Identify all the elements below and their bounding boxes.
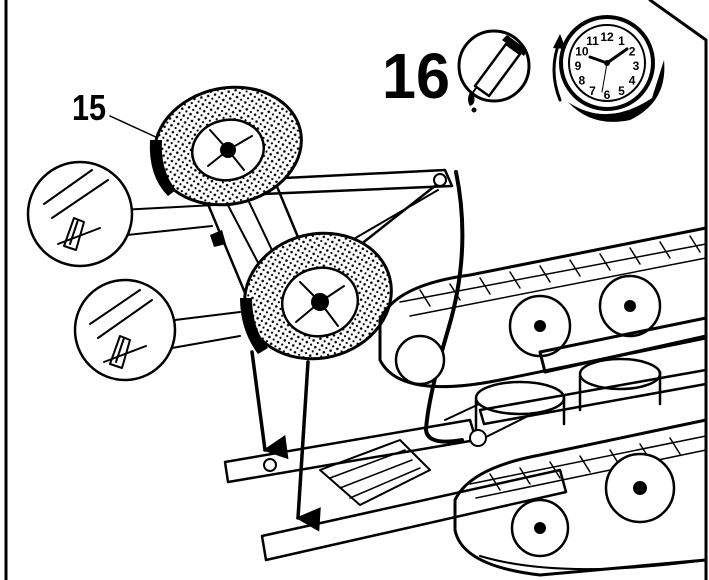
clock-numeral: 3 <box>633 59 640 73</box>
clock-numeral: 1 <box>618 34 625 48</box>
insertion-arrow <box>295 360 321 532</box>
clock-numeral: 10 <box>575 45 589 59</box>
part-leader-line <box>109 115 159 139</box>
pin-in-slot-detail-icon <box>73 278 241 382</box>
upper-track <box>378 226 708 389</box>
part-number-label: 15 <box>72 87 106 128</box>
lower-wheel <box>240 231 393 361</box>
clock-numeral: 2 <box>629 45 636 59</box>
glue-tube-icon <box>457 29 531 113</box>
page-frame <box>4 0 708 580</box>
step-number: 16 <box>382 40 450 112</box>
clock-numeral: 4 <box>629 74 636 88</box>
clock-numeral: 12 <box>600 30 614 44</box>
insertion-arrow <box>250 350 289 460</box>
clock-numeral: 5 <box>618 84 625 98</box>
clock-numeral: 6 <box>604 88 611 102</box>
upper-wheel <box>149 85 303 207</box>
clock-numeral: 8 <box>579 74 586 88</box>
road-wheel-bogies <box>474 357 708 432</box>
clock-numeral: 9 <box>575 59 582 73</box>
clock-numeral: 7 <box>589 84 596 98</box>
lower-track <box>453 418 708 577</box>
pin-in-slot-detail-icon <box>26 160 216 268</box>
clock-numeral: 11 <box>586 34 599 48</box>
